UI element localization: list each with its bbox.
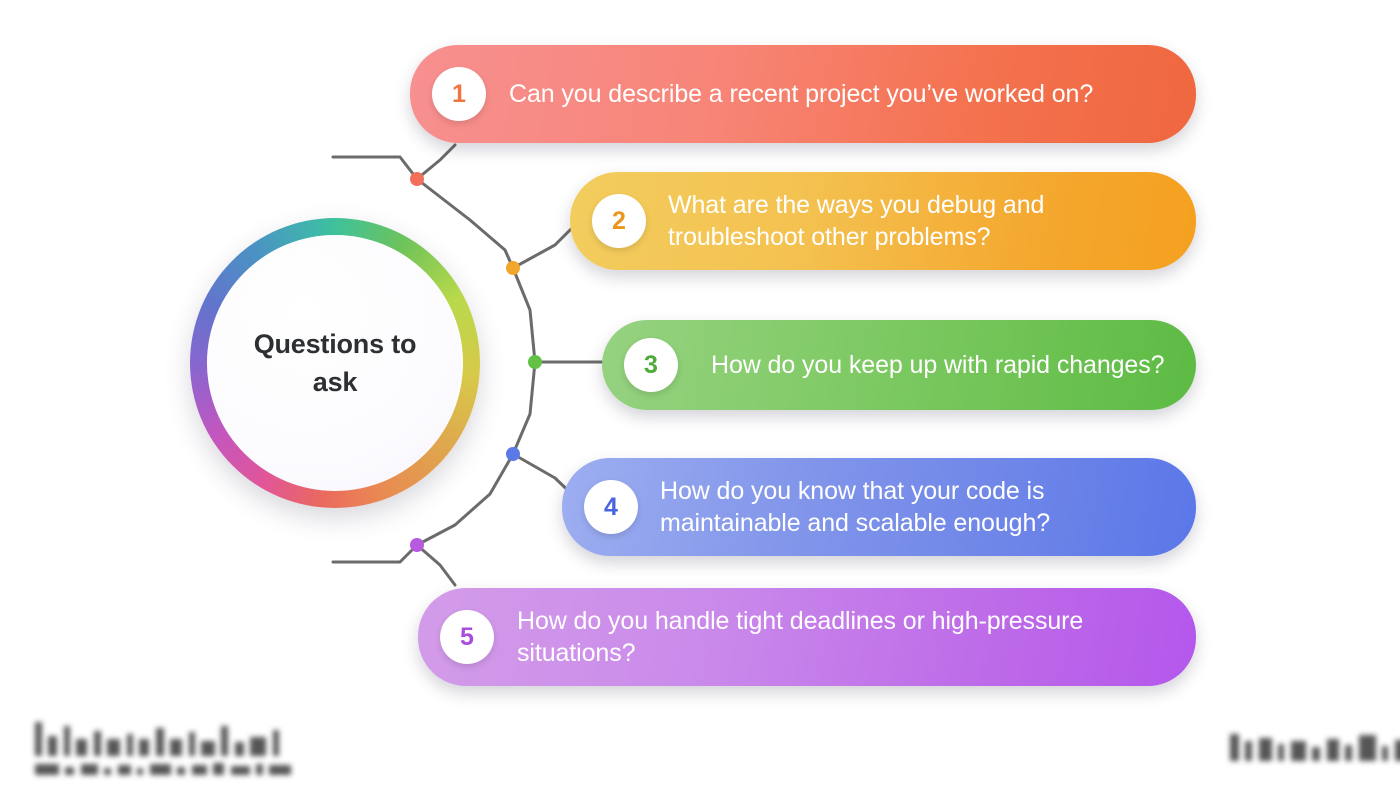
- hub-title-line1: Questions to: [253, 328, 417, 359]
- hub-inner-circle: Questions to ask: [207, 235, 463, 491]
- question-number-badge-4: 4: [584, 480, 638, 534]
- question-item-2[interactable]: 2 What are the ways you debug and troubl…: [570, 172, 1196, 270]
- branch-dot-2: [506, 261, 520, 275]
- question-number-badge-3: 3: [624, 338, 678, 392]
- center-hub: Questions to ask: [190, 218, 480, 508]
- footer-logo-right: [1229, 734, 1400, 761]
- branch-dot-5: [410, 538, 424, 552]
- branch-dot-4: [506, 447, 520, 461]
- question-item-5[interactable]: 5 How do you handle tight deadlines or h…: [418, 588, 1196, 686]
- question-text-1: Can you describe a recent project you’ve…: [509, 80, 1094, 108]
- question-number-badge-5: 5: [440, 610, 494, 664]
- question-text-3: How do you keep up with rapid changes?: [711, 351, 1165, 379]
- question-text-5: How do you handle tight deadlines or hig…: [517, 607, 1084, 667]
- question-text-4: How do you know that your code is mainta…: [660, 477, 1051, 537]
- hub-title-line2: ask: [312, 367, 358, 397]
- branch-dot-3: [528, 355, 542, 369]
- footer-logo-left-tagline: [34, 763, 292, 775]
- question-number-badge-1: 1: [432, 67, 486, 121]
- hub-title: Questions to ask: [235, 325, 435, 402]
- footer-logo-left: [34, 722, 292, 775]
- question-text-2: What are the ways you debug and troubles…: [668, 191, 1045, 251]
- branch-dot-1: [410, 172, 424, 186]
- question-number-badge-2: 2: [592, 194, 646, 248]
- question-item-3[interactable]: 3 How do you keep up with rapid changes?: [602, 320, 1196, 410]
- footer-logo-right-mark: [1229, 734, 1400, 761]
- question-item-1[interactable]: 1 Can you describe a recent project you’…: [410, 45, 1196, 143]
- question-item-4[interactable]: 4 How do you know that your code is main…: [562, 458, 1196, 556]
- footer-logo-left-mark: [34, 722, 292, 756]
